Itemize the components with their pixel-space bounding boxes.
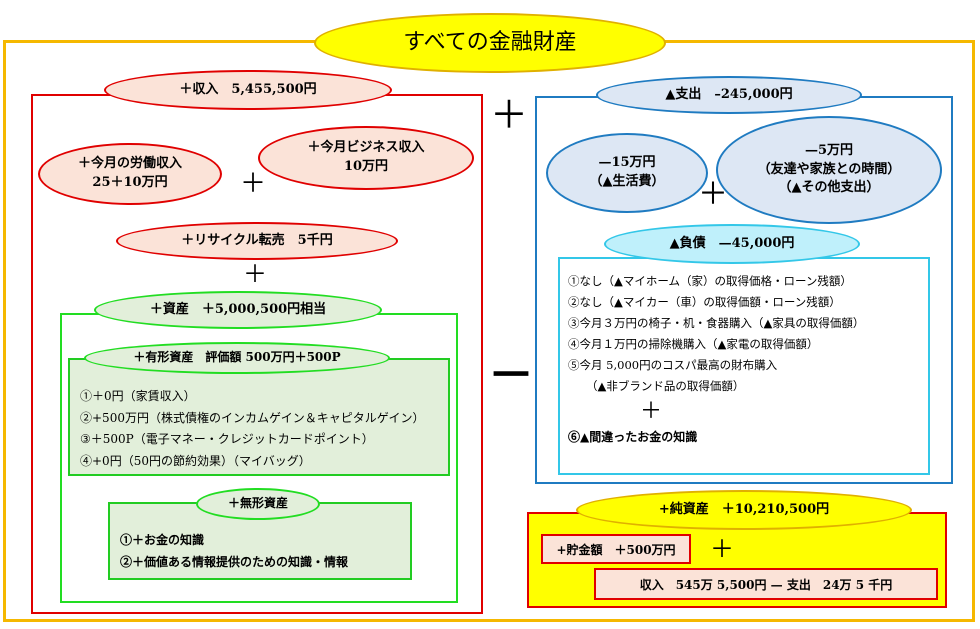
net-assets-header: +純資産 ＋10,210,500円 [576, 490, 912, 530]
recycle-income: ＋リサイクル転売 5千円 [116, 222, 398, 260]
plus-operator: ＋ [240, 169, 267, 199]
savings-box: +貯金額 ＋500万円 [541, 534, 691, 564]
tangible-assets-box: ①＋0円（家賃収入） ②+500万円（株式債権のインカムゲイン＆キャピタルゲイン… [68, 358, 450, 476]
living-expense: —15万円 （▲生活費） [546, 133, 708, 213]
labor-income-label: ＋今月の労働収入 [77, 156, 182, 172]
other-expense-value: —5万円 [804, 142, 854, 158]
liability-box: ①なし（▲マイホーム（家）の取得価格・ローン残額） ②なし（▲マイカー（車）の取… [558, 257, 930, 475]
liability-header: ▲負債 —45,000円 [604, 224, 860, 264]
list-item: ⑤今月 5,000円のコスパ最高の財布購入 [568, 358, 778, 372]
list-item: ①なし（▲マイホーム（家）の取得価格・ローン残額） [568, 274, 852, 288]
living-expense-label: （▲生活費） [589, 174, 665, 189]
other-expense: —5万円 （友達や家族との時間） （▲その他支出） [716, 116, 942, 224]
business-income: ＋今月ビジネス収入 10万円 [258, 126, 474, 190]
labor-income: ＋今月の労働収入 25＋10万円 [38, 143, 222, 205]
minus-operator: － [488, 348, 534, 402]
page-title: すべての金融財産 [314, 13, 666, 73]
list-item: （▲非ブランド品の取得価額） [586, 379, 745, 393]
other-expense-label: （▲その他支出） [778, 180, 880, 196]
assets-header: ＋資産 ＋5,000,500円相当 [94, 291, 382, 329]
list-item: ⑥▲間違ったお金の知識 [568, 430, 698, 444]
other-expense-note: （友達や家族との時間） [757, 161, 901, 177]
list-item: ②+500万円（株式債権のインカムゲイン＆キャピタルゲイン） [80, 410, 425, 425]
labor-income-value: 25＋10万円 [92, 175, 168, 190]
plus-operator: ＋ [490, 93, 529, 137]
living-expense-value: —15万円 [598, 155, 656, 171]
expense-header: ▲支出 –245,000円 [596, 76, 862, 114]
tangible-assets-header: ＋有形資産 評価額 500万円＋500P [84, 342, 390, 374]
business-income-label: ＋今月ビジネス収入 [307, 140, 425, 156]
list-item: ④+0円（50円の節約効果）（マイバッグ） [80, 453, 311, 468]
income-header: ＋収入 5,455,500円 [104, 70, 392, 110]
list-item: ②＋価値ある情報提供のための知識・情報 [120, 554, 349, 569]
list-item: ①＋お金の知識 [120, 533, 205, 547]
business-income-value: 10万円 [343, 159, 389, 174]
plus-operator: ＋ [243, 260, 267, 288]
list-item: ②なし（▲マイカー（車）の取得価額・ローン残額） [568, 295, 841, 309]
list-item: ③＋500P（電子マネー・クレジットカードポイント） [80, 432, 374, 446]
plus-operator: ＋ [710, 535, 734, 563]
list-item: ④今月１万円の掃除機購入（▲家電の取得価額） [568, 337, 819, 351]
liability-plus: ＋ [640, 399, 663, 424]
list-item: ③今月３万円の椅子・机・食器購入（▲家具の取得価額） [568, 316, 865, 330]
intangible-assets-header: ＋無形資産 [196, 488, 320, 520]
net-formula-box: 収入 545万 5,500円 — 支出 24万 5 千円 [594, 568, 938, 600]
list-item: ①＋0円（家賃収入） [80, 389, 196, 403]
